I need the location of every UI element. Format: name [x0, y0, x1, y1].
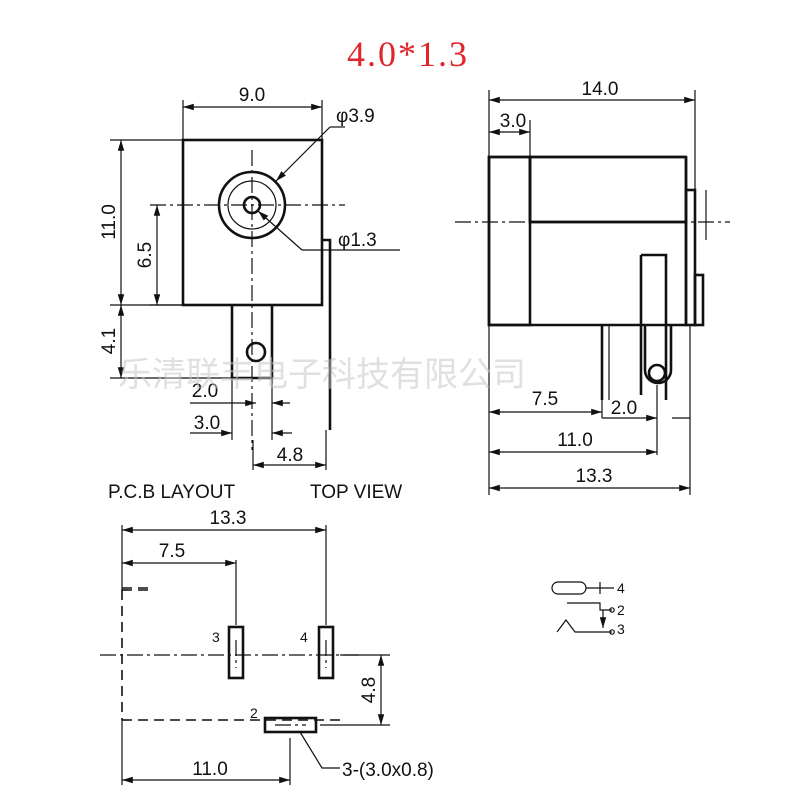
- pcb-dim-11-0: 11.0: [192, 759, 228, 780]
- dim-2-0: 2.0: [611, 398, 637, 419]
- watermark-text: 乐清联丰电子科技有限公司: [118, 355, 526, 395]
- pin-hole: [245, 341, 267, 363]
- side-body-outline: [487, 155, 688, 327]
- pad-4: [317, 625, 335, 680]
- dim-pin-offset-3: 3.0: [194, 413, 220, 434]
- dim-11-0: 11.0: [557, 430, 593, 451]
- schematic-pin-4: 4: [617, 580, 625, 596]
- front-view: 9.0 φ3.9 φ1.3 11.0 6.5 4.1 2.0 3.0 4.8: [99, 85, 400, 470]
- pcb-layout: P.C.B LAYOUT TOP VIEW 3 4 2 13.3 7.5: [100, 482, 434, 785]
- drawing-title: 4.0*1.3: [347, 34, 469, 74]
- side-pin-lug: [643, 325, 673, 385]
- pad-label-3: 3: [212, 629, 220, 645]
- top-view-label: TOP VIEW: [310, 482, 402, 503]
- side-front-flange: [487, 155, 532, 327]
- pad-2: [263, 716, 318, 734]
- pad-size-note: 3-(3.0x0.8): [342, 760, 434, 781]
- pcb-dim-13-3: 13.3: [210, 508, 247, 529]
- pad-3: [227, 625, 245, 680]
- dim-center-height: 6.5: [135, 242, 156, 268]
- dim-outer-diameter: φ3.9: [336, 106, 375, 127]
- schematic-symbol: 4 2 3: [551, 580, 625, 637]
- pcb-dim-4-8: 4.8: [359, 677, 380, 703]
- dim-front: 3.0: [500, 111, 526, 132]
- pcb-dim-7-5: 7.5: [159, 541, 185, 562]
- dim-7-5: 7.5: [532, 389, 558, 410]
- pad-label-2: 2: [250, 705, 258, 721]
- dim-pin-offset-4: 4.8: [277, 445, 303, 466]
- dim-height: 11.0: [99, 204, 120, 240]
- schematic-pin-3: 3: [617, 621, 625, 637]
- pad-label-4: 4: [300, 629, 308, 645]
- dim-width: 9.0: [239, 85, 265, 106]
- pcb-layout-label: P.C.B LAYOUT: [108, 482, 235, 503]
- dim-inner-diameter: φ1.3: [338, 230, 377, 251]
- dim-13-3: 13.3: [576, 466, 613, 487]
- dim-pin-length: 4.1: [99, 328, 120, 354]
- side-barrel: [528, 155, 688, 224]
- dim-length: 14.0: [582, 79, 619, 100]
- side-view: 14.0 3.0 7.5 2.0 11.0 13.3: [455, 79, 730, 495]
- dim-pin-offset-2: 2.0: [192, 381, 218, 402]
- schematic-plug: [551, 581, 587, 595]
- schematic-pin-2: 2: [617, 602, 625, 618]
- bottom-pin: [230, 305, 274, 380]
- side-tab: [322, 238, 332, 430]
- back-contact: [684, 188, 697, 327]
